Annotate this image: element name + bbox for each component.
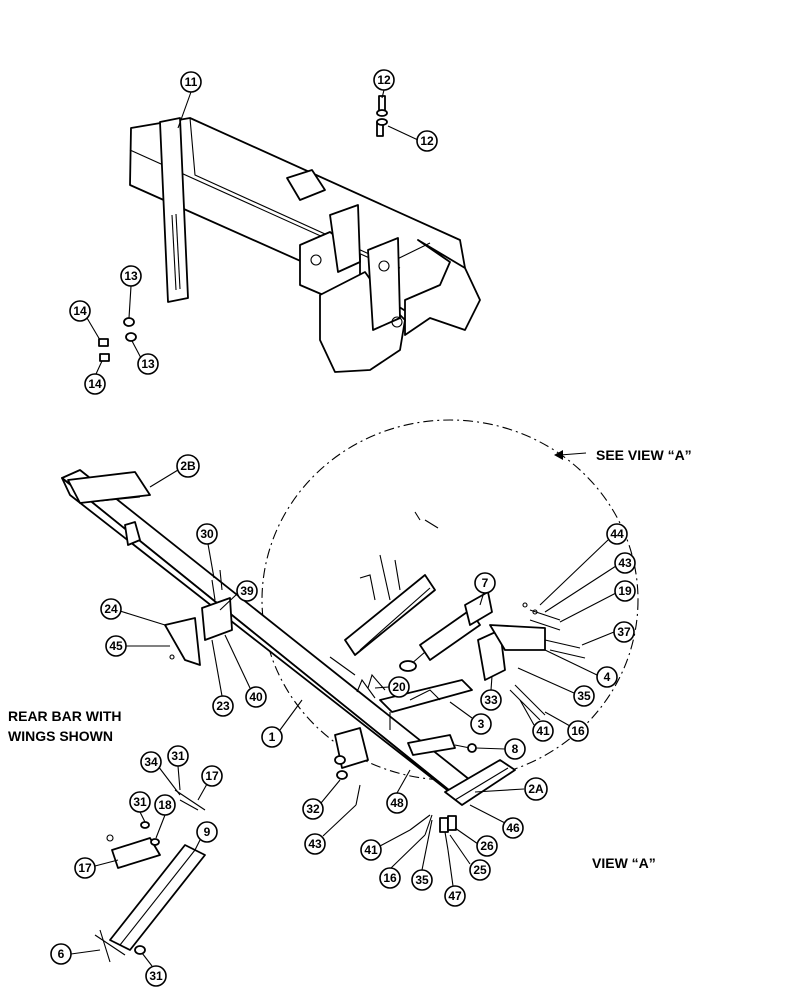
lower-hardware [409, 814, 457, 851]
callout-16-left: 16 [383, 871, 397, 885]
callout-8: 8 [512, 742, 519, 756]
callout-31-mid: 31 [133, 795, 147, 809]
callout-3: 3 [478, 717, 485, 731]
callout-6: 6 [58, 947, 65, 961]
callout-24: 24 [104, 602, 118, 616]
callout-35-right: 35 [577, 689, 591, 703]
callout-23: 23 [216, 699, 230, 713]
see-view-arrow [559, 452, 587, 456]
callout-33: 33 [484, 693, 498, 707]
callout-37: 37 [617, 625, 631, 639]
callout-12-bottom: 12 [420, 134, 434, 148]
callout-11: 11 [185, 75, 198, 89]
callouts: 11 12 12 13 13 14 14 2B 30 39 24 45 [50, 69, 636, 987]
callout-31-top: 31 [171, 749, 185, 763]
callout-43-left: 43 [308, 837, 322, 851]
main-rear-bar [61, 469, 471, 801]
wing-arm-2b [67, 471, 151, 504]
view-a-label: VIEW “A” [592, 855, 656, 871]
callout-34: 34 [144, 755, 158, 769]
callout-14-bottom: 14 [88, 377, 102, 391]
callout-44: 44 [610, 527, 624, 541]
see-view-arrowhead [554, 450, 563, 460]
hydraulic-cylinder-7 [399, 591, 493, 672]
callout-16-right: 16 [571, 724, 585, 738]
pins-20 [356, 673, 386, 699]
callout-48: 48 [390, 796, 404, 810]
bracket-3 [379, 679, 473, 713]
pin-hardware-view-a [509, 602, 586, 721]
callout-40: 40 [249, 690, 263, 704]
callout-32: 32 [306, 802, 320, 816]
see-view-label: SEE VIEW “A” [596, 447, 692, 463]
rear-bar-label-line2: WINGS SHOWN [8, 728, 113, 744]
rear-bar-end-assembly [129, 117, 481, 373]
callout-18: 18 [158, 798, 172, 812]
washer-nut-hardware [98, 317, 137, 362]
center-clamp [334, 727, 369, 806]
bracket-39 [201, 597, 233, 641]
callout-13-top: 13 [124, 269, 138, 283]
arm-component-inside-view [344, 574, 436, 656]
callout-35-left: 35 [415, 873, 429, 887]
bracket-4-33 [477, 624, 546, 681]
callout-46: 46 [506, 821, 520, 835]
callout-45: 45 [109, 639, 123, 653]
wing-assembly-lower-left [94, 789, 206, 963]
callout-4: 4 [604, 670, 611, 684]
callout-20: 20 [392, 680, 406, 694]
callout-1: 1 [269, 730, 276, 744]
callout-2b: 2B [180, 459, 196, 473]
callout-14-top: 14 [73, 304, 87, 318]
callout-43-right: 43 [618, 556, 632, 570]
callout-26: 26 [480, 839, 494, 853]
callout-25: 25 [473, 863, 487, 877]
plate-24 [164, 617, 201, 666]
callout-12-top: 12 [377, 73, 391, 87]
callout-41-right: 41 [536, 724, 550, 738]
callout-47: 47 [448, 889, 462, 903]
callout-39: 39 [240, 584, 254, 598]
callout-41-left: 41 [364, 843, 378, 857]
callout-17-top: 17 [205, 769, 219, 783]
bolt-hardware-12 [376, 95, 388, 137]
bar-bracket-top [124, 521, 141, 546]
wing-arm-2a [444, 759, 516, 806]
callout-13-bottom: 13 [141, 357, 155, 371]
rear-bar-label-line1: REAR BAR WITH [8, 708, 122, 724]
callout-9: 9 [204, 825, 211, 839]
callout-19: 19 [618, 584, 632, 598]
callout-17-bottom: 17 [78, 861, 92, 875]
callout-31-bottom: 31 [149, 969, 163, 983]
callout-2a: 2A [528, 782, 544, 796]
callout-7: 7 [482, 576, 489, 590]
callout-30: 30 [200, 527, 214, 541]
